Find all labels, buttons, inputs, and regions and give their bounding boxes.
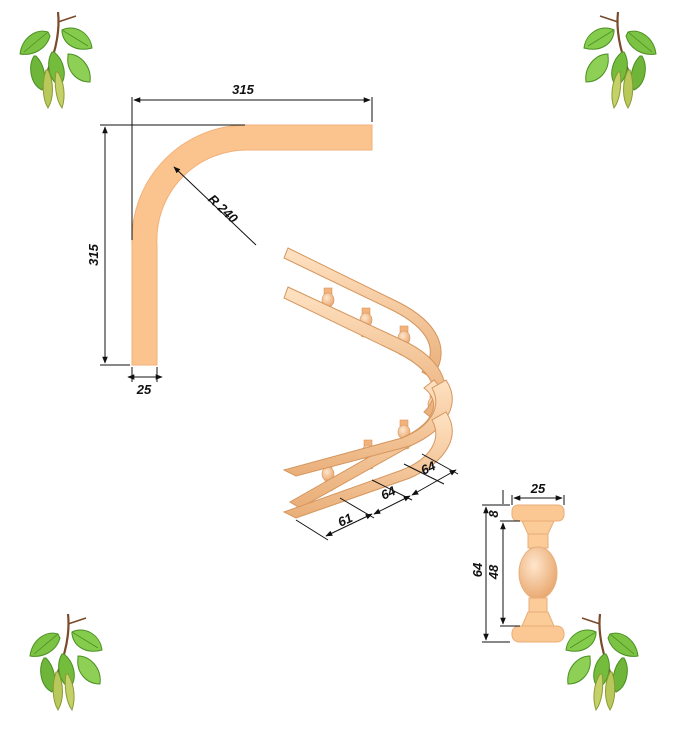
dim-baluster-total: 64 xyxy=(470,562,485,577)
birch-leaf-icon xyxy=(582,10,658,110)
birch-leaf-icon xyxy=(28,612,104,712)
plan-view: 315 315 R 240 25 xyxy=(86,82,373,397)
dim-radius: R 240 xyxy=(205,191,241,226)
dim-width-top: 315 xyxy=(232,82,254,97)
bottom-rail-lower xyxy=(282,411,453,519)
top-rail-main xyxy=(283,286,446,421)
iso-dimensions: 61 64 64 xyxy=(295,453,459,541)
dim-iso-b: 64 xyxy=(378,483,398,503)
dim-baluster-cap: 8 xyxy=(486,510,501,518)
curved-rail-plan xyxy=(131,124,373,366)
dim-baluster-width: 25 xyxy=(530,481,546,496)
dim-iso-a: 61 xyxy=(335,510,354,530)
birch-leaf-icon xyxy=(18,10,94,110)
bottom-rail-upper xyxy=(282,379,453,477)
iso-railing xyxy=(282,247,453,519)
dim-height-left: 315 xyxy=(86,243,101,265)
dim-baluster-shaft: 48 xyxy=(486,564,501,580)
baluster-detail: 25 64 48 8 xyxy=(470,481,565,643)
dim-iso-c: 64 xyxy=(418,458,438,478)
birch-leaf-icon xyxy=(564,612,640,712)
baluster-drawing xyxy=(511,504,565,643)
dim-thickness: 25 xyxy=(136,382,152,397)
